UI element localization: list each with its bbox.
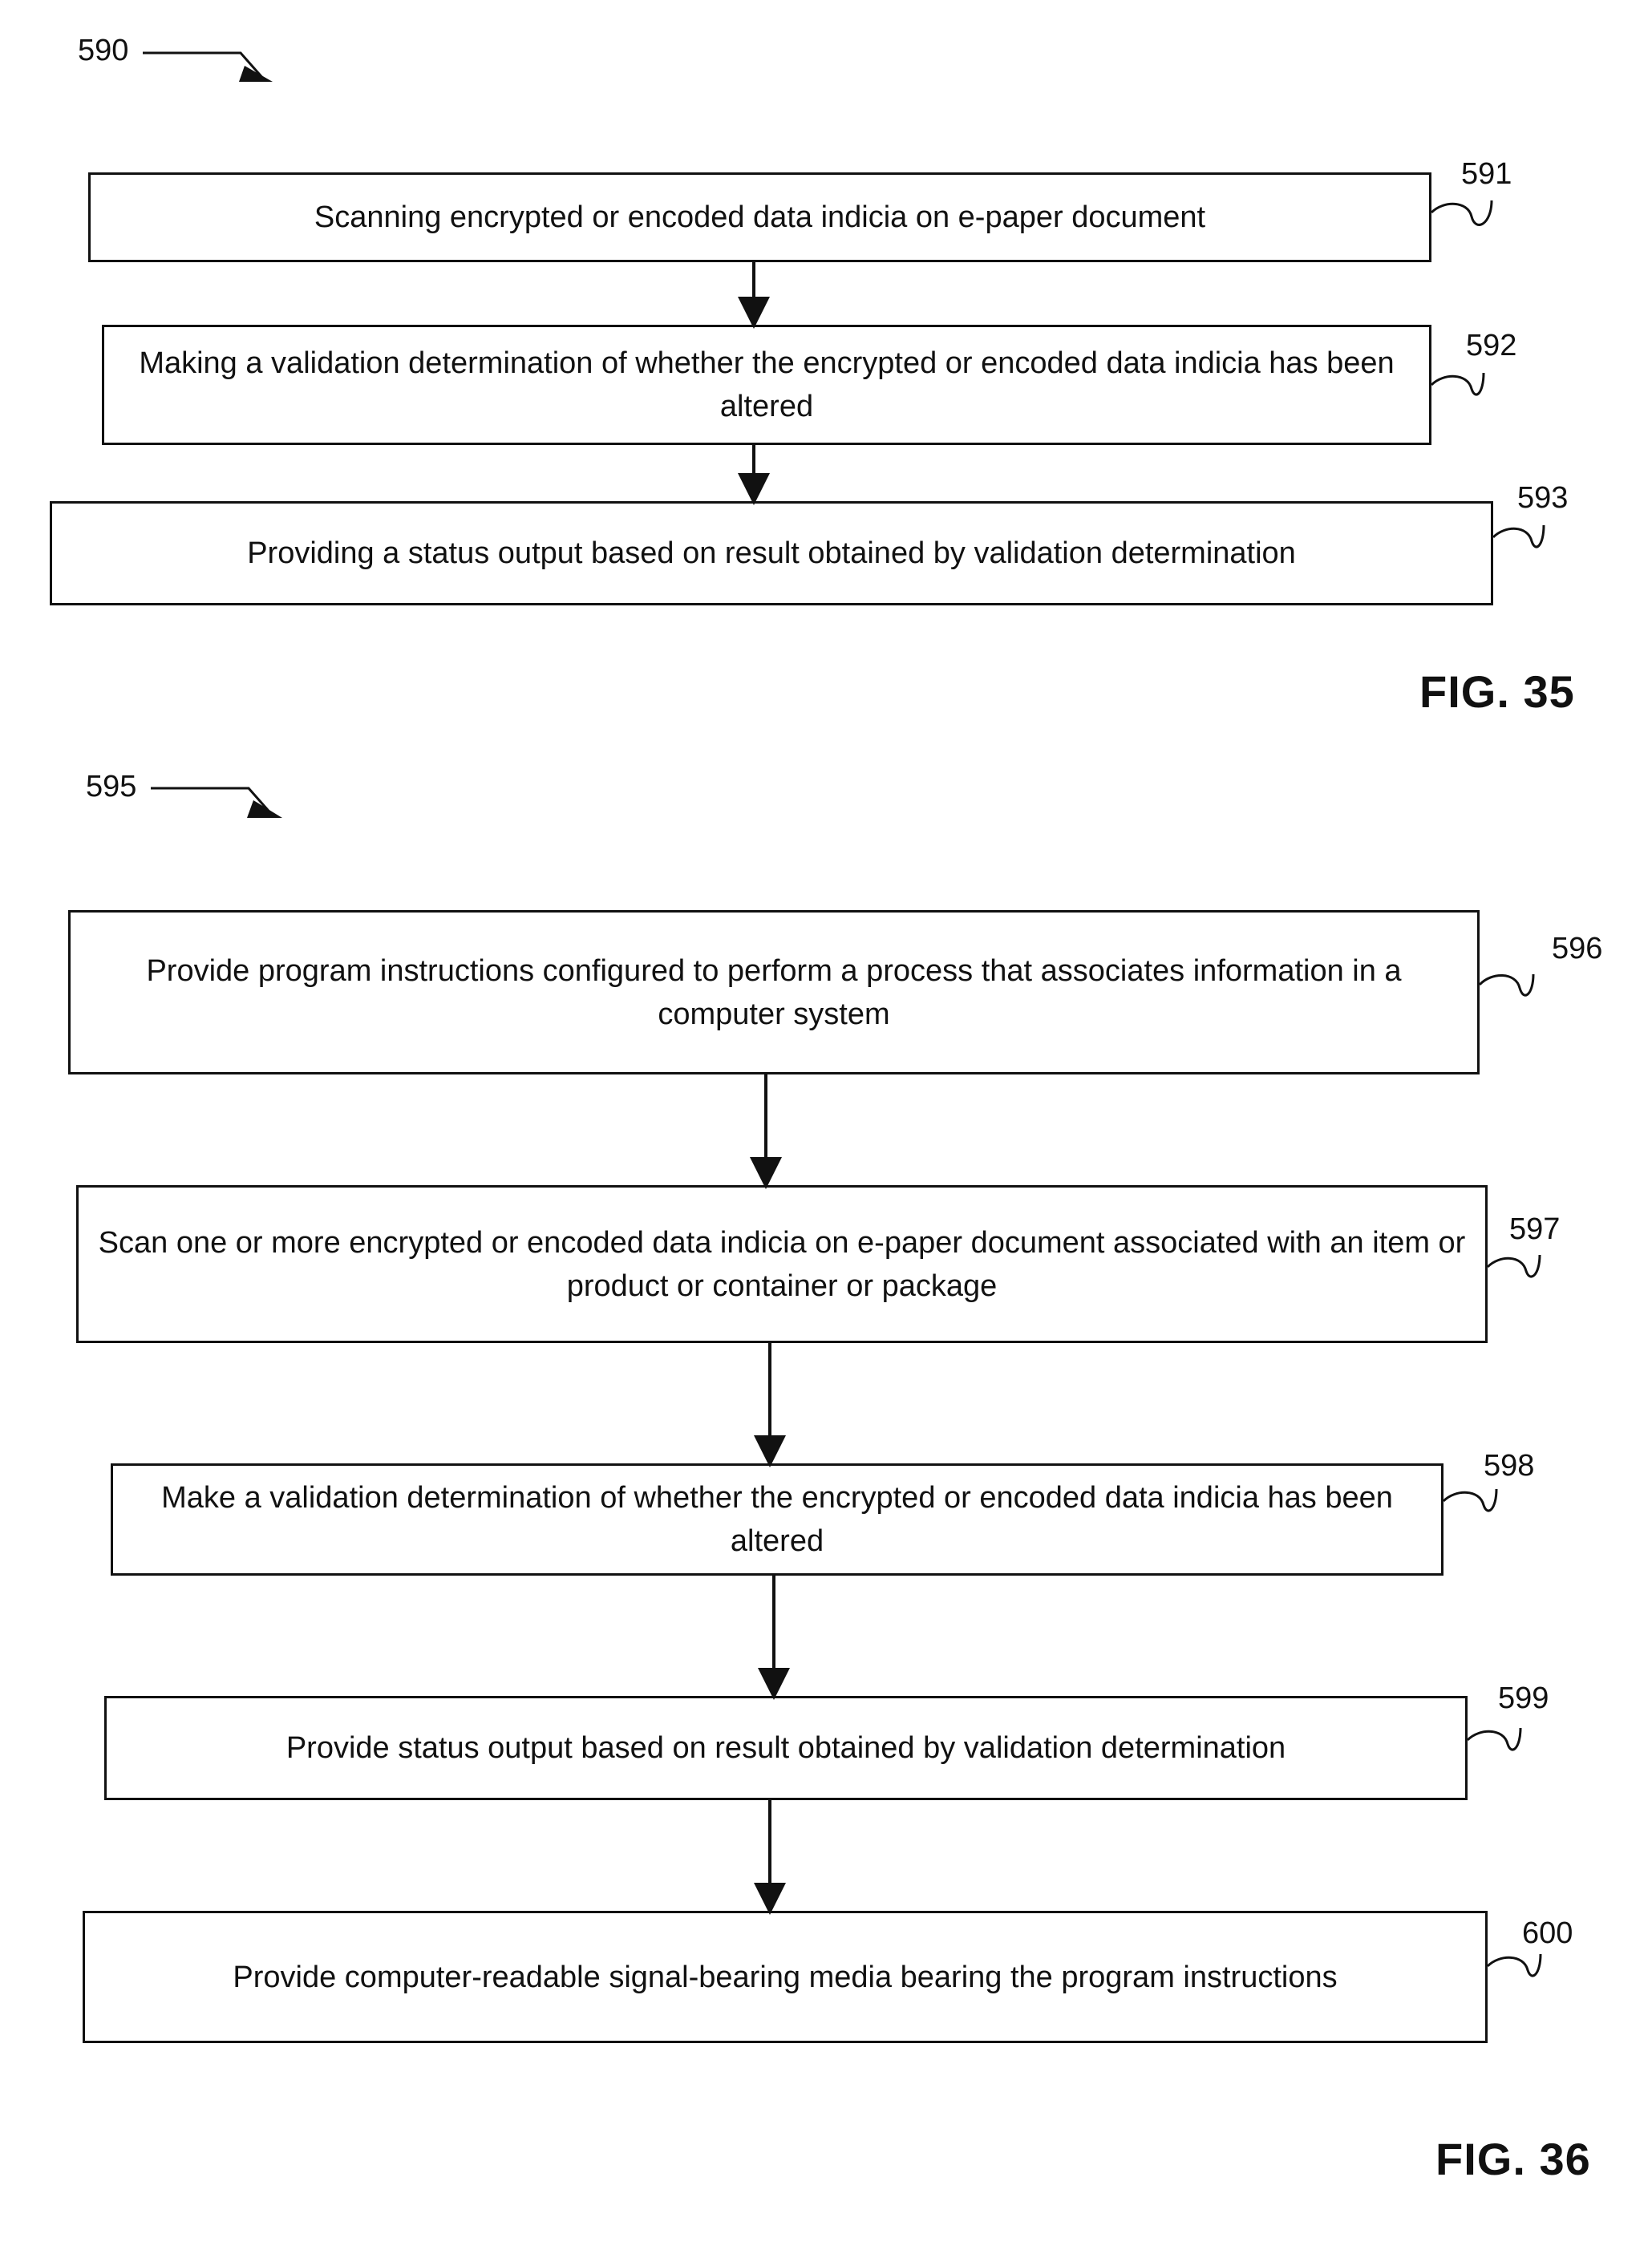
step-597-ref: 597 bbox=[1509, 1212, 1560, 1247]
step-598-ref: 598 bbox=[1484, 1449, 1534, 1483]
step-593-text: Providing a status output based on resul… bbox=[247, 532, 1296, 575]
fig36-ref-number: 595 bbox=[86, 770, 136, 804]
step-591-box: Scanning encrypted or encoded data indic… bbox=[88, 172, 1431, 262]
step-600-text: Provide computer-readable signal-bearing… bbox=[233, 1956, 1337, 1999]
fig35-pointer-arrow bbox=[143, 53, 273, 82]
leader-598 bbox=[1443, 1489, 1496, 1511]
leader-599 bbox=[1468, 1728, 1520, 1750]
step-596-box: Provide program instructions configured … bbox=[68, 910, 1480, 1074]
step-591-text: Scanning encrypted or encoded data indic… bbox=[314, 196, 1205, 239]
step-596-text: Provide program instructions configured … bbox=[79, 949, 1469, 1036]
step-593-box: Providing a status output based on resul… bbox=[50, 501, 1493, 605]
step-599-box: Provide status output based on result ob… bbox=[104, 1696, 1468, 1800]
fig36-pointer-arrow bbox=[151, 788, 282, 818]
leader-592 bbox=[1431, 373, 1484, 395]
step-592-ref: 592 bbox=[1466, 329, 1516, 363]
leader-593 bbox=[1493, 525, 1544, 547]
step-600-ref: 600 bbox=[1522, 1916, 1573, 1951]
step-597-text: Scan one or more encrypted or encoded da… bbox=[87, 1221, 1477, 1308]
step-593-ref: 593 bbox=[1517, 481, 1568, 516]
fig36-label: FIG. 36 bbox=[1435, 2133, 1591, 2185]
step-597-box: Scan one or more encrypted or encoded da… bbox=[76, 1185, 1488, 1343]
step-598-text: Make a validation determination of wheth… bbox=[121, 1476, 1433, 1563]
step-596-ref: 596 bbox=[1552, 932, 1602, 966]
step-592-text: Making a validation determination of whe… bbox=[112, 342, 1421, 428]
fig35-label: FIG. 35 bbox=[1419, 666, 1575, 718]
leader-597 bbox=[1488, 1255, 1540, 1277]
leader-596 bbox=[1480, 974, 1533, 995]
step-599-ref: 599 bbox=[1498, 1681, 1549, 1716]
step-600-box: Provide computer-readable signal-bearing… bbox=[83, 1911, 1488, 2043]
step-592-box: Making a validation determination of whe… bbox=[102, 325, 1431, 445]
step-591-ref: 591 bbox=[1461, 157, 1512, 192]
step-599-text: Provide status output based on result ob… bbox=[286, 1726, 1286, 1770]
step-598-box: Make a validation determination of wheth… bbox=[111, 1463, 1443, 1576]
leader-591 bbox=[1431, 200, 1492, 225]
leader-600 bbox=[1488, 1954, 1541, 1976]
fig35-ref-number: 590 bbox=[78, 34, 128, 68]
